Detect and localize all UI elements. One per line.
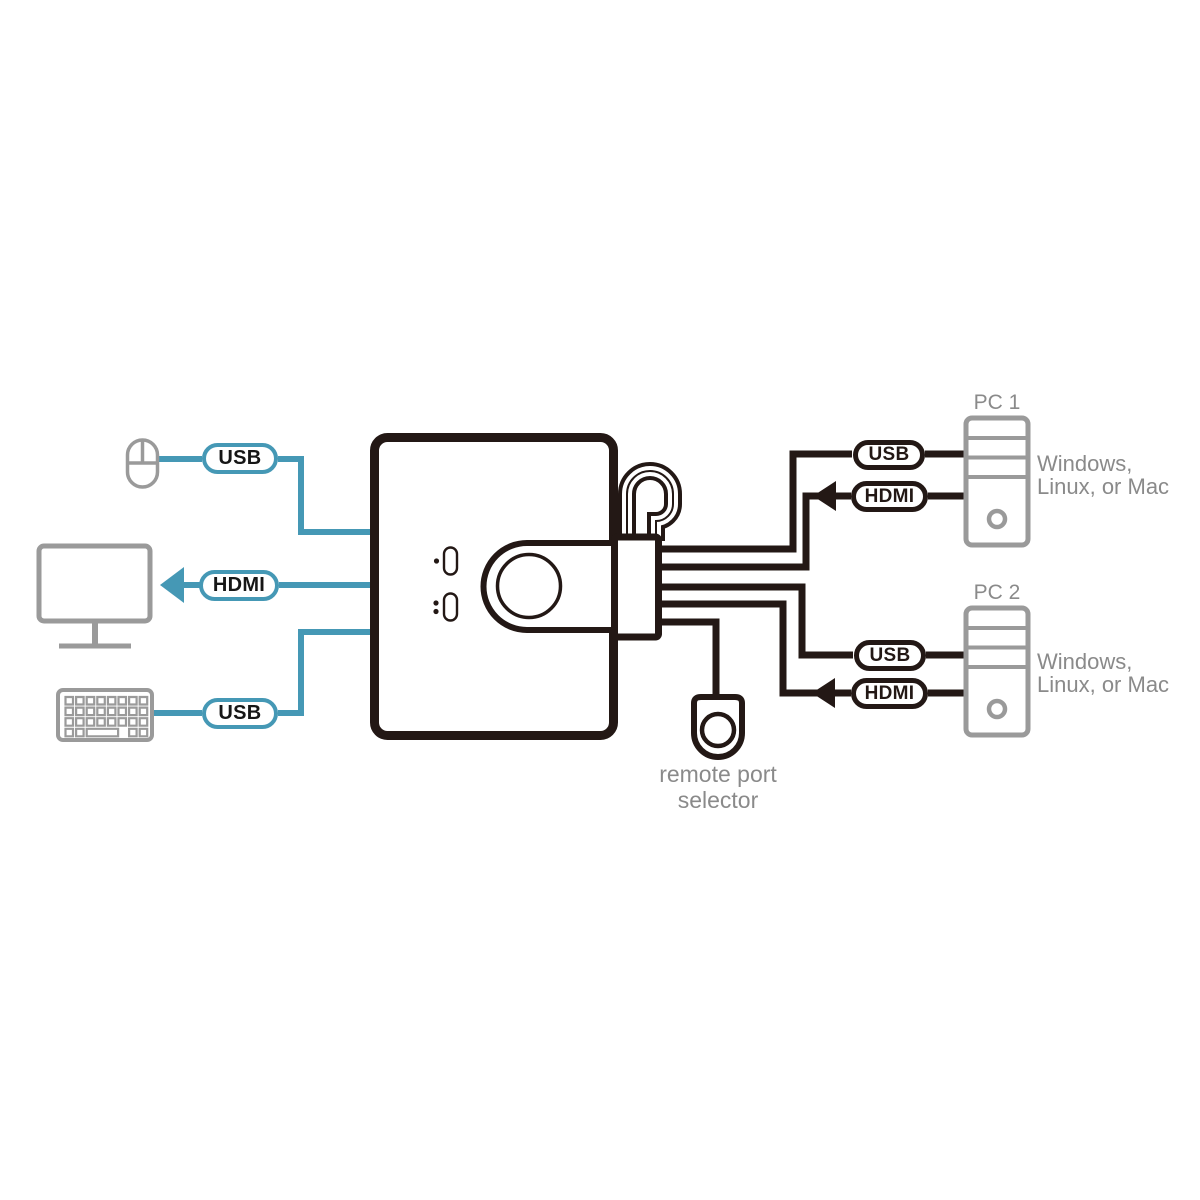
pc2-hdmi-cable bbox=[656, 600, 851, 697]
cable-loop bbox=[618, 462, 682, 541]
pc1-usb-pill-label: USB bbox=[868, 444, 910, 465]
port1-led bbox=[433, 546, 459, 576]
pc2-usb-pill-label: USB bbox=[869, 644, 911, 666]
pc1-os-line1: Windows, bbox=[1037, 451, 1133, 476]
console-cables bbox=[152, 456, 375, 716]
port2-led bbox=[433, 592, 459, 622]
pc2-hdmi-arrow-icon bbox=[812, 678, 835, 708]
pc2-os-label: Windows, Linux, or Mac bbox=[1037, 650, 1169, 696]
pc1-tower-icon bbox=[963, 415, 1031, 548]
keyboard-usb-pill-label: USB bbox=[218, 702, 262, 724]
remote-selector-label-line2: selector bbox=[677, 787, 759, 813]
pc2-hdmi-pill: HDMI bbox=[851, 678, 928, 709]
pc2-tower-icon bbox=[963, 605, 1031, 738]
pc1-usb-cable bbox=[656, 450, 852, 553]
pc1-hdmi-pill-label: HDMI bbox=[864, 485, 915, 507]
keyboard-usb-pill: USB bbox=[202, 698, 278, 729]
monitor-hdmi-pill-label: HDMI bbox=[212, 574, 266, 596]
pc2-usb-cable bbox=[656, 583, 853, 659]
keyboard-cable-to-switch bbox=[278, 629, 375, 716]
remote-selector-cable bbox=[656, 618, 720, 700]
connector-block bbox=[611, 533, 662, 641]
pc2-title: PC 2 bbox=[973, 581, 1021, 604]
monitor-arrow-icon bbox=[160, 567, 184, 603]
pc2-usb-pill: USB bbox=[854, 640, 926, 671]
keyboard-icon bbox=[56, 688, 154, 742]
pc2-os-line1: Windows, bbox=[1037, 649, 1133, 674]
pc2-hdmi-pill-label: HDMI bbox=[864, 682, 915, 704]
mouse-cable-to-switch bbox=[278, 456, 375, 535]
port-select-button bbox=[495, 552, 563, 620]
remote-selector-label: remote port selector bbox=[617, 761, 819, 813]
pc1-hdmi-cable bbox=[656, 492, 851, 571]
mouse-usb-pill: USB bbox=[202, 443, 278, 474]
pc1-title: PC 1 bbox=[973, 391, 1021, 414]
pc1-os-line2: Linux, or Mac bbox=[1037, 474, 1170, 499]
mouse-icon bbox=[125, 438, 160, 489]
monitor-icon bbox=[36, 543, 153, 649]
remote-port-selector-icon bbox=[691, 694, 745, 760]
pc1-hdmi-pill: HDMI bbox=[851, 481, 928, 512]
pc1-os-label: Windows, Linux, or Mac bbox=[1037, 452, 1169, 498]
pc1-usb-pill: USB bbox=[853, 440, 925, 470]
pc1-hdmi-arrow-icon bbox=[813, 481, 836, 511]
remote-selector-label-line1: remote port bbox=[659, 761, 777, 787]
pc2-os-line2: Linux, or Mac bbox=[1037, 672, 1170, 697]
mouse-usb-pill-label: USB bbox=[218, 447, 262, 469]
monitor-hdmi-pill: HDMI bbox=[199, 570, 279, 601]
